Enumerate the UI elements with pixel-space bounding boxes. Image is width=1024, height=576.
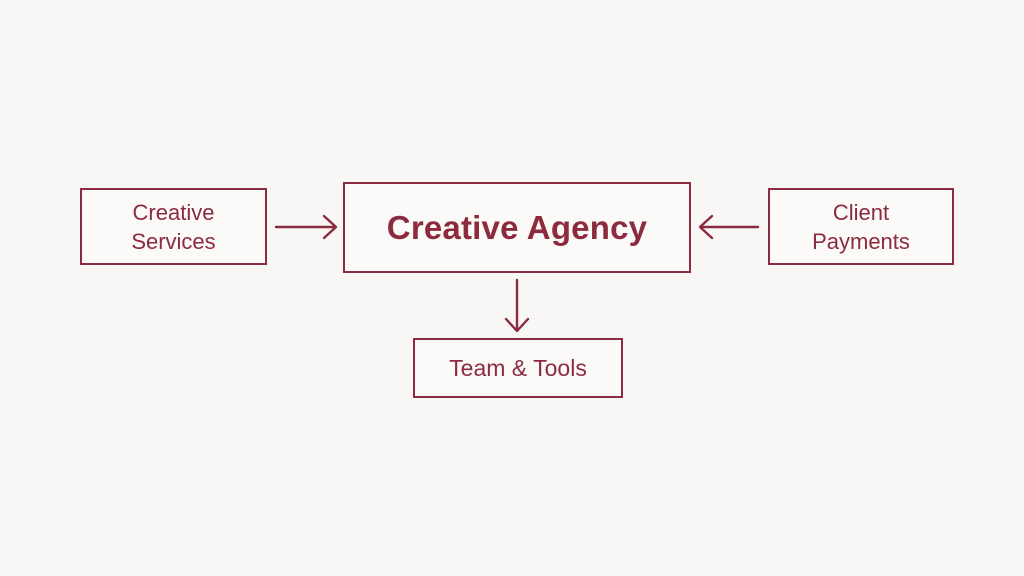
node-label-line: Client xyxy=(832,199,890,225)
node-team-tools: Team & Tools xyxy=(413,338,623,398)
node-label-line: Team & Tools xyxy=(449,354,587,381)
arrow-creative-services-to-agency xyxy=(274,214,338,240)
node-client-payments: Client Payments xyxy=(768,188,954,265)
node-creative-agency: Creative Agency xyxy=(343,182,691,273)
arrowhead-left-icon xyxy=(698,214,714,240)
arrow-agency-to-team-tools xyxy=(504,278,530,333)
arrowhead-right-icon xyxy=(322,214,338,240)
node-creative-services: Creative Services xyxy=(80,188,267,265)
node-label-line: Services xyxy=(131,228,216,254)
node-label-line: Creative Agency xyxy=(386,208,648,246)
arrow-client-payments-to-agency xyxy=(698,214,760,240)
arrowhead-down-icon xyxy=(504,317,530,333)
node-label-line: Payments xyxy=(812,228,910,254)
node-label-line: Creative xyxy=(132,199,215,225)
